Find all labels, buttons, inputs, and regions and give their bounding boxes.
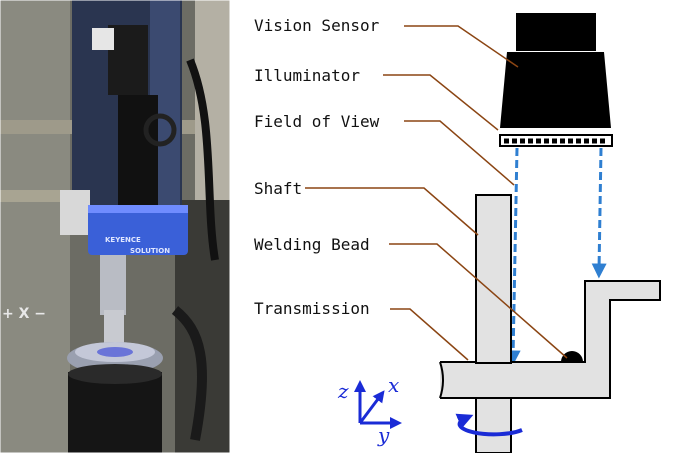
photo-illuminator-glow (88, 205, 188, 213)
leader-illuminator (383, 74, 499, 131)
leader-vision-sensor (404, 25, 519, 68)
photo-chuck-top (68, 364, 162, 384)
photo-shaft (104, 310, 124, 345)
welding-bead (561, 351, 583, 362)
rotation-arrow (455, 413, 523, 437)
leader-transmission (390, 308, 469, 361)
setup-photo: KEYENCE SOLUTION + X − (0, 0, 230, 453)
label-welding-bead: Welding Bead (254, 235, 370, 254)
label-field-of-view: Field of View (254, 112, 380, 131)
leader-field-of-view (404, 120, 515, 186)
leader-shaft (305, 187, 479, 236)
label-shaft: Shaft (254, 179, 302, 198)
photo-camera-body (108, 25, 148, 95)
photo-shaft-spline (100, 255, 126, 315)
photo-lens (118, 95, 158, 205)
photo-cable (186, 58, 219, 261)
label-vision-sensor: Vision Sensor (254, 16, 380, 35)
photo-chuck (68, 372, 162, 453)
fov-ray-left (505, 147, 521, 366)
axis-y-label: y (377, 423, 390, 447)
leader-welding-bead (389, 243, 568, 359)
photo-illuminator (88, 205, 188, 255)
label-transmission: Transmission (254, 299, 370, 318)
photo-flange-glow (97, 347, 133, 357)
shaft-lower (475, 397, 512, 453)
photo-camera-bracket (92, 28, 114, 50)
photo-rail-label: + X − (2, 306, 46, 322)
photo-sensor-model: SOLUTION (130, 247, 170, 255)
label-illuminator: Illuminator (254, 66, 360, 85)
photo-cable-2 (171, 306, 208, 441)
transmission-housing (440, 280, 661, 399)
photo-sensor-brand: KEYENCE (105, 236, 141, 244)
fov-ray-right (591, 147, 607, 279)
axis-x-label: x (388, 373, 399, 397)
photo-lens-ring (143, 113, 177, 147)
axis-z-label: z (337, 379, 349, 403)
vision-sensor-body (516, 13, 596, 51)
shaft-upper (475, 194, 512, 364)
illuminator-body (500, 52, 611, 128)
axis-x-arrow (358, 390, 385, 424)
photo-mount-block (60, 190, 90, 235)
transmission-edge (439, 361, 444, 399)
photo-wall (0, 0, 70, 453)
